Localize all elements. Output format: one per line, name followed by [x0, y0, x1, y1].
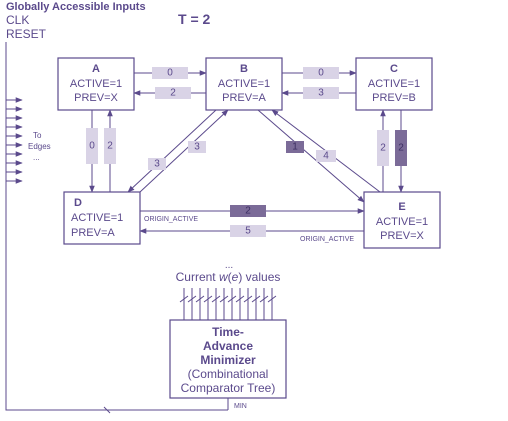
node-a-active: ACTIVE=1 — [70, 78, 122, 90]
edge-fanout-arrows — [5, 95, 23, 190]
edge-tag-b-to-a — [155, 87, 191, 99]
edge-tag-b-to-e — [286, 141, 304, 153]
node-b-prev: PREV=A — [222, 92, 266, 104]
bus-slash-mark — [103, 406, 111, 414]
edge-weight-b-to-e: 1 — [292, 142, 298, 153]
node-e-active: ACTIVE=1 — [376, 216, 428, 228]
origin-active-label-e: ORIGIN_ACTIVE — [300, 236, 354, 243]
inputs-title: Globally Accessible Inputs — [6, 1, 146, 13]
edge-tag-e-to-b — [316, 150, 336, 162]
weights-dots: ... — [225, 260, 233, 271]
edge-tag-e-to-d — [230, 225, 266, 237]
node-b-name: B — [240, 63, 248, 75]
minimizer-line-1: Time- — [212, 325, 244, 339]
minimizer-line-3: Minimizer — [200, 353, 256, 367]
to-edges-label-1: To — [33, 131, 42, 140]
edge-tag-a-to-b — [152, 67, 188, 79]
edge-weight-e-to-d: 5 — [245, 226, 251, 237]
node-a-name: A — [92, 63, 100, 75]
to-edges-label-2: Edges — [28, 142, 51, 151]
edge-weight-b-to-c: 0 — [318, 68, 324, 79]
edge-weight-e-to-c: 2 — [380, 143, 386, 154]
edge-tag-d-to-a — [104, 128, 116, 164]
node-e-prev: PREV=X — [380, 230, 424, 242]
node-d-prev: PREV=A — [71, 227, 115, 239]
edge-weight-d-to-b: 3 — [194, 142, 200, 153]
node-c-name: C — [390, 63, 398, 75]
edge-tag-c-to-e — [395, 130, 407, 166]
clk-input-label: CLK — [6, 13, 29, 27]
minimizer-line-4: (Combinational — [188, 367, 269, 381]
edge-tag-e-to-c — [377, 130, 389, 166]
edge-weight-c-to-e: 2 — [398, 143, 404, 154]
edge-weight-b-to-a: 2 — [170, 88, 176, 99]
node-b: B ACTIVE=1 PREV=A — [205, 57, 283, 111]
edge-tag-d-to-b — [188, 141, 206, 153]
edge-tag-a-to-d — [86, 128, 98, 164]
edge-weight-b-to-d: 3 — [154, 159, 160, 170]
node-c: C ACTIVE=1 PREV=B — [355, 57, 433, 111]
edge-weight-d-to-a: 2 — [107, 141, 113, 152]
node-c-prev: PREV=B — [372, 92, 416, 104]
origin-active-label-d: ORIGIN_ACTIVE — [144, 216, 198, 223]
time-step-label: T = 2 — [178, 11, 211, 27]
node-d: D ACTIVE=1 PREV=A — [63, 191, 141, 245]
node-a: A ACTIVE=1 PREV=X — [57, 57, 135, 111]
current-weights-label: Current w(e) values — [176, 270, 281, 284]
node-d-name: D — [74, 197, 82, 209]
edge-arrow-b-to-d — [127, 109, 217, 193]
edge-tag-d-to-e — [230, 205, 266, 217]
weight-input-lines — [179, 288, 277, 320]
edge-weight-a-to-b: 0 — [167, 68, 173, 79]
edge-tag-c-to-b — [303, 87, 339, 99]
edge-weight-a-to-d: 0 — [89, 141, 95, 152]
edge-tag-b-to-c — [303, 67, 339, 79]
edge-tag-b-to-d — [148, 158, 166, 170]
node-c-active: ACTIVE=1 — [368, 78, 420, 90]
min-output-label: MIN — [234, 403, 247, 410]
node-d-active: ACTIVE=1 — [71, 212, 123, 224]
node-b-active: ACTIVE=1 — [218, 78, 270, 90]
minimizer-line-2: Advance — [203, 339, 253, 353]
edge-weight-d-to-e: 2 — [245, 206, 251, 217]
minimizer-line-5: Comparator Tree) — [181, 381, 276, 395]
node-e: E ACTIVE=1 PREV=X — [363, 191, 441, 249]
edge-arrow-b-to-e — [257, 109, 365, 203]
reset-input-label: RESET — [6, 27, 47, 41]
edge-weight-e-to-b: 4 — [323, 151, 329, 162]
node-a-prev: PREV=X — [74, 92, 118, 104]
edge-weight-c-to-b: 3 — [318, 88, 324, 99]
edge-arrow-d-to-b — [139, 109, 229, 193]
node-e-name: E — [398, 201, 405, 213]
to-edges-dots: ... — [33, 153, 40, 162]
time-advance-minimizer: Time- Advance Minimizer (Combinational C… — [169, 319, 287, 399]
